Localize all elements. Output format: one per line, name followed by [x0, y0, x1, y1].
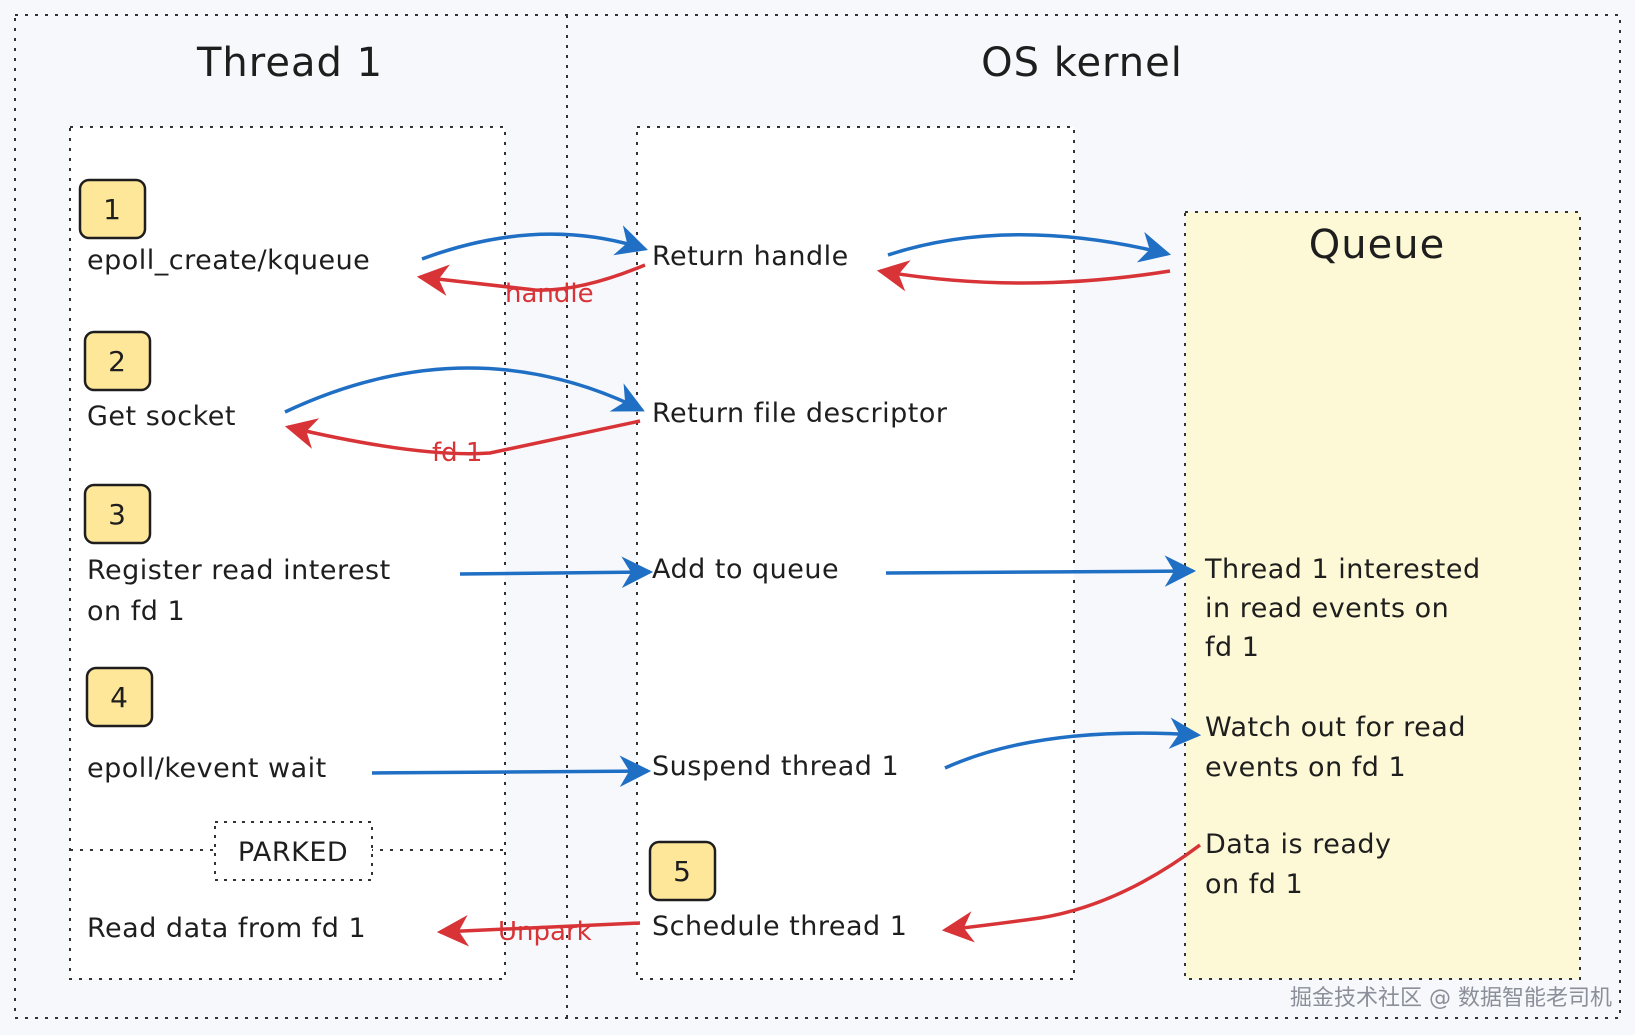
queue-ready-line1: Data is ready — [1205, 829, 1391, 860]
outer-frame — [14, 14, 1621, 1019]
step-number-3: 3 — [108, 498, 126, 531]
arrow-handle-return — [416, 263, 646, 296]
step-number-4: 4 — [110, 681, 128, 714]
fd-arrow-label: fd 1 — [432, 438, 482, 468]
step-badge-2: 2 — [83, 330, 152, 392]
step-badge-4: 4 — [85, 666, 154, 728]
step-number-5: 5 — [673, 855, 691, 888]
queue-ready-line2: on fd 1 — [1205, 869, 1303, 900]
queue-interested-line3: fd 1 — [1205, 632, 1259, 663]
arrow-ready-to-schedule — [941, 843, 1202, 943]
step-2-label: Get socket — [87, 401, 236, 432]
schedule-thread-label: Schedule thread 1 — [652, 911, 907, 942]
arrow-create-to-kernel — [421, 225, 648, 261]
step-badge-1: 1 — [78, 178, 147, 240]
add-to-queue-label: Add to queue — [652, 554, 839, 585]
kernel-panel-title: OS kernel — [981, 40, 1183, 86]
suspend-thread-label: Suspend thread 1 — [652, 751, 899, 782]
arrow-unpark — [436, 914, 641, 947]
arrow-suspend-to-queue — [944, 717, 1202, 770]
arrow-kernel-to-queue-1 — [887, 231, 1172, 263]
queue-title: Queue — [1309, 222, 1445, 268]
parked-box — [214, 821, 373, 881]
step-3-label-line1: Register read interest — [87, 555, 391, 586]
read-data-label: Read data from fd 1 — [87, 913, 366, 944]
step-3-label-line2: on fd 1 — [87, 596, 185, 627]
return-fd-label: Return file descriptor — [652, 398, 948, 429]
step-number-1: 1 — [103, 193, 121, 226]
arrow-wait-to-kernel — [371, 755, 652, 787]
handle-arrow-label: handle — [505, 279, 594, 309]
queue-interested-line1: Thread 1 interested — [1204, 554, 1481, 585]
arrow-register-to-kernel — [459, 556, 654, 589]
arrow-socket-to-kernel — [284, 366, 645, 414]
step-badge-5: 5 — [648, 840, 717, 902]
kernel-box — [636, 126, 1075, 980]
queue-box — [1184, 211, 1581, 980]
unpark-arrow-label: Unpark — [498, 917, 592, 947]
arrow-add-to-queue — [885, 555, 1197, 587]
arrow-queue-to-kernel-1 — [876, 260, 1171, 292]
step-number-2: 2 — [108, 345, 126, 378]
step-1-label: epoll_create/kqueue — [87, 245, 370, 276]
arrow-fd-return — [284, 418, 641, 456]
step-4-label: epoll/kevent wait — [87, 753, 327, 784]
parked-label: PARKED — [238, 837, 348, 868]
queue-interested-line2: in read events on — [1205, 593, 1449, 624]
step-badge-3: 3 — [83, 483, 152, 545]
return-handle-label: Return handle — [652, 241, 849, 272]
queue-watch-line2: events on fd 1 — [1205, 752, 1406, 783]
thread-panel-title: Thread 1 — [196, 40, 383, 86]
queue-watch-line1: Watch out for read — [1205, 712, 1466, 743]
watermark: 掘金技术社区 @ 数据智能老司机 — [1290, 986, 1612, 1011]
